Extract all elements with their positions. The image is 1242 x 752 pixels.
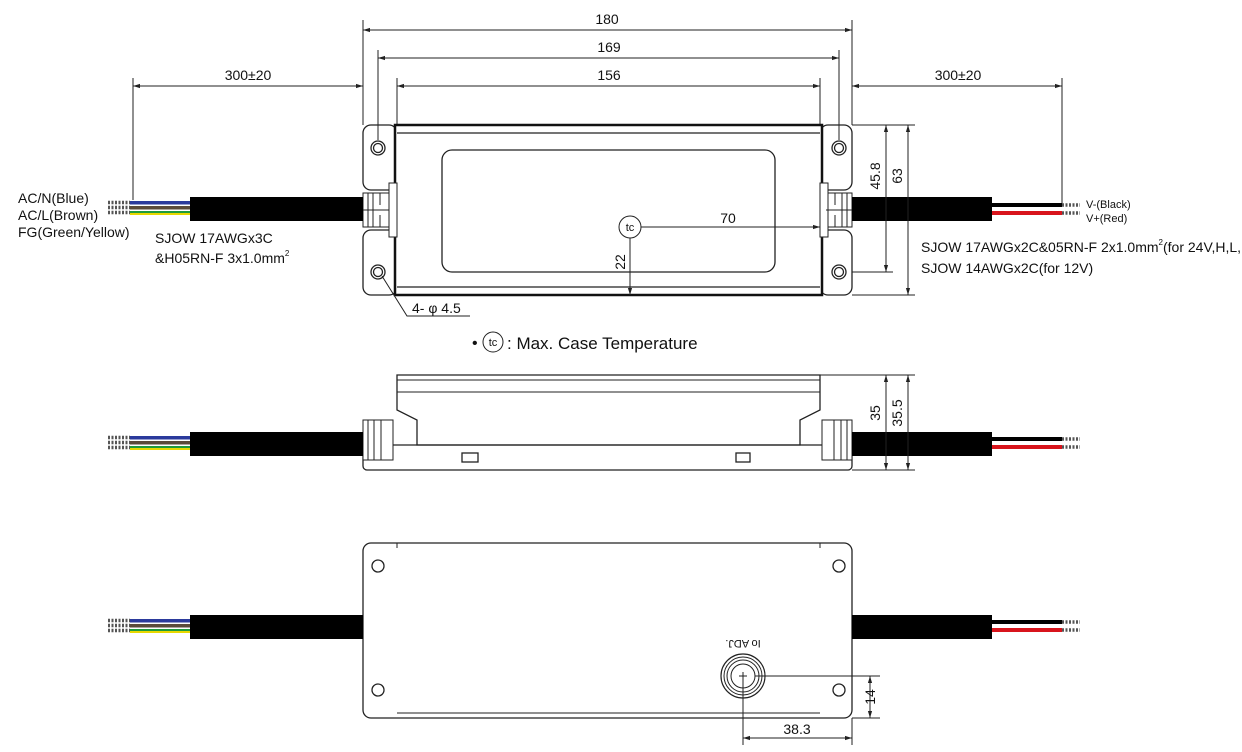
dim-169: 169 — [597, 39, 621, 55]
svg-text:•: • — [472, 335, 478, 352]
output-cable-spec-2: SJOW 14AWGx2C(for 12V) — [921, 260, 1093, 276]
dim-45-8: 45.8 — [867, 162, 883, 189]
dim-input-cable: 300±20 — [225, 67, 272, 83]
wire-label-fg: FG(Green/Yellow) — [18, 224, 130, 240]
wire-label-vneg: V-(Black) — [1086, 199, 1131, 211]
input-wires — [108, 200, 190, 215]
input-cable-spec-2: &H05RN-F 3x1.0mm2 — [155, 249, 290, 266]
housing-top — [393, 123, 824, 297]
dim-180: 180 — [595, 11, 619, 27]
input-cable-spec-1: SJOW 17AWGx3C — [155, 230, 273, 246]
cable-gland-right — [819, 182, 853, 238]
wire-label-acn: AC/N(Blue) — [18, 190, 89, 206]
mount-hole-icon — [370, 140, 847, 280]
dim-63: 63 — [889, 168, 905, 184]
svg-text:tc: tc — [489, 337, 498, 349]
side-base — [362, 444, 853, 471]
wire-label-vpos: V+(Red) — [1086, 213, 1127, 225]
dim-tc-70: 70 — [720, 210, 736, 226]
dim-14: 14 — [862, 689, 878, 705]
dim-mount-holes: 4- φ 4.5 — [412, 300, 461, 316]
dim-156: 156 — [597, 67, 621, 83]
top-view: 180 169 156 300±20 300±20 AC/N(B — [18, 11, 1242, 317]
wire-label-acl: AC/L(Brown) — [18, 207, 98, 223]
tc-legend: • tc : Max. Case Temperature — [472, 331, 698, 353]
dim-38-3: 38.3 — [783, 721, 810, 737]
bottom-view: Io ADJ. 14 38.3 — [108, 542, 1080, 745]
label-window — [441, 149, 776, 273]
svg-text:: Max. Case Temperature: : Max. Case Temperature — [507, 334, 698, 353]
dim-tc-22: 22 — [612, 254, 628, 270]
output-wires — [992, 203, 1080, 215]
dim-output-cable: 300±20 — [935, 67, 982, 83]
output-cable — [852, 197, 992, 221]
adj-label: Io ADJ. — [725, 637, 760, 649]
output-cable-spec-1: SJOW 17AWGx2C&05RN-F 2x1.0mm2(for 24V,H,… — [921, 238, 1242, 255]
flange-top-left — [362, 124, 398, 191]
dim-35-5: 35.5 — [889, 399, 905, 426]
input-cable — [190, 197, 363, 221]
svg-text:tc: tc — [626, 222, 635, 234]
cable-gland-left — [362, 182, 398, 238]
side-view: 35 35.5 — [108, 374, 1080, 471]
dim-35: 35 — [867, 405, 883, 421]
